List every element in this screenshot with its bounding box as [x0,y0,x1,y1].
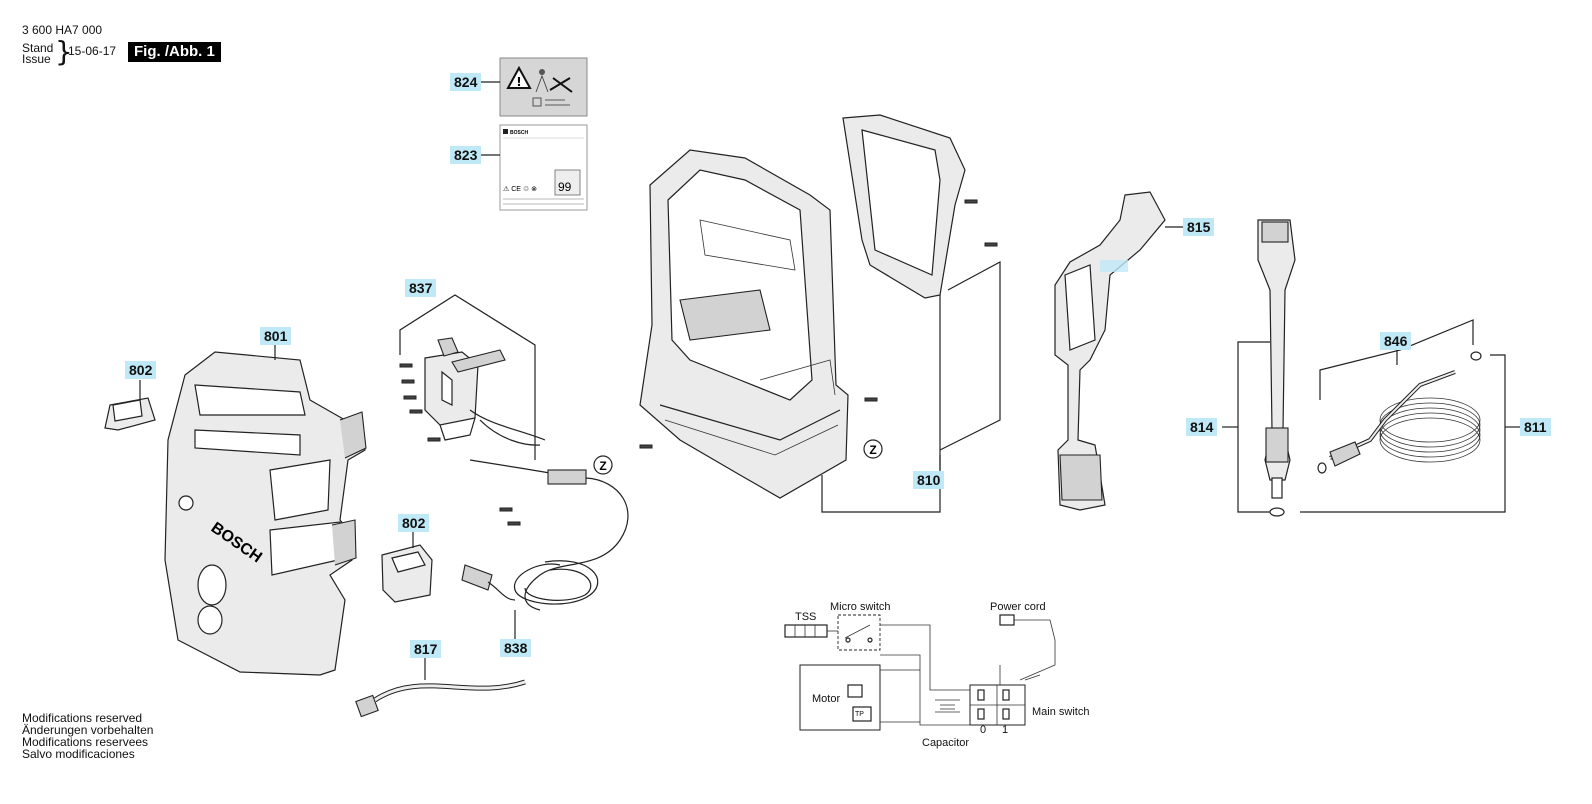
callout-823: 823 [450,146,482,164]
handle-cap-part-b [381,544,433,603]
figure-label: Fig. /Abb. 1 [128,42,221,62]
rating-label-part: BOSCH ⚠ CE ♲ ⊗ 99 [499,124,588,211]
wiring-motor-label: Motor [812,693,841,705]
spray-gun-part [1054,191,1166,511]
wiring-diagram [784,614,1056,731]
marker-z-top-label: Z [599,459,606,473]
callout-837: 837 [405,279,437,297]
issue-date: 15-06-17 [68,44,117,58]
callout-810: 810 [913,471,945,489]
wiring-tp-label: TP [855,711,864,718]
power-cord-part [461,459,629,611]
callout-811: 811 [1520,418,1551,436]
handle-cap-part-a [104,397,156,431]
label-823-brand: BOSCH [510,130,528,136]
modifications-note: Modifications reserved Änderungen vorbeh… [22,712,153,760]
callout-838: 838 [500,639,532,657]
callout-802-a: 802 [125,361,157,379]
brace-icon: } [55,35,73,68]
marker-z-top [593,455,613,475]
label-823-value: 99 [558,180,572,194]
callout-814: 814 [1186,418,1218,436]
stand-label: Stand [22,41,54,55]
wiring-tss-label: TSS [795,611,817,623]
callout-824: 824 [450,73,482,91]
marker-z-bottom [863,439,883,459]
callout-815: 815 [1183,218,1215,236]
svg-text:⚠ CE ♲ ⊗: ⚠ CE ♲ ⊗ [503,185,537,193]
callout-817: 817 [410,640,442,658]
issue-label: Issue [22,52,51,66]
modifications-line-es: Salvo modificaciones [22,747,135,761]
pump-unit-part [399,337,546,446]
callout-846: 846 [1380,332,1412,350]
svg-text:!: ! [516,75,521,89]
wiring-main-switch-label: Main switch [1032,706,1090,718]
lance-part [1257,219,1296,517]
warning-label-part: ! [499,57,588,117]
wiring-position-0: 0 [980,724,987,736]
inlet-hose-part [355,679,526,718]
wiring-power-cord-label: Power cord [990,601,1046,613]
marker-z-bottom-label: Z [869,443,876,457]
high-pressure-hose-part [1317,351,1482,474]
callout-802-b: 802 [398,514,430,532]
wiring-capacitor-label: Capacitor [922,737,970,749]
modifications-line-fr: Modifications reservees [22,735,149,749]
callout-801: 801 [260,327,292,345]
front-housing-part: BOSCH [164,351,367,676]
main-frame-part [639,114,998,499]
document-number: 3 600 HA7 000 [22,23,103,37]
modifications-line-de: Änderungen vorbehalten [22,723,154,737]
wiring-position-1: 1 [1002,724,1009,736]
modifications-line-en: Modifications reserved [22,711,143,725]
wiring-micro-switch-label: Micro switch [830,601,891,613]
